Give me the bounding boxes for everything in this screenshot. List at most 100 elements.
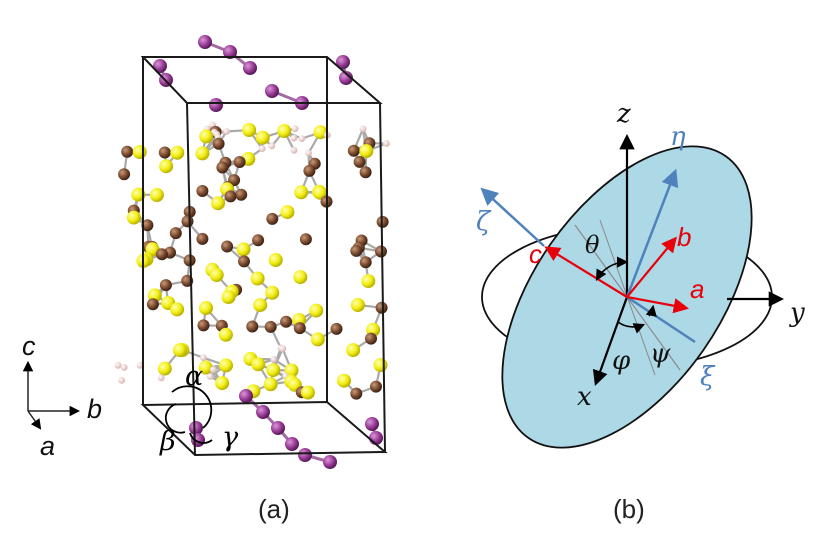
hydrogen-atom (305, 149, 312, 157)
sulfur-atom (209, 268, 224, 282)
carbon-atom (158, 146, 171, 159)
unit-cell (140, 56, 388, 457)
carbon-atom (121, 145, 134, 158)
a-axis (626, 295, 690, 314)
sulfur-atom (236, 242, 251, 257)
z-label: z (616, 99, 631, 129)
carbon-atom (350, 387, 363, 400)
carbon-atom (159, 279, 172, 292)
sulfur-atom (199, 129, 214, 144)
unit-cell-edge (186, 102, 196, 456)
c-axis (544, 246, 628, 298)
iodine-atom (189, 421, 203, 435)
iodine-atom (365, 417, 379, 431)
abc-axis-triad (22, 360, 81, 430)
carbon-atom (293, 322, 306, 335)
xi-label: ξ (700, 362, 716, 392)
hydrogen-atom (291, 125, 299, 133)
iodine-atom (239, 389, 253, 403)
hydrogen-atom (359, 125, 367, 133)
hydrogen-atom (290, 146, 298, 154)
carbon-atom (299, 233, 312, 246)
sulfur-atom (131, 187, 146, 202)
sulfur-atom (199, 301, 213, 315)
hydrogen-atom (118, 377, 125, 384)
panel-a-caption: (a) (258, 494, 290, 524)
carbon-atom (155, 248, 168, 261)
sulfur-atom (132, 145, 147, 159)
beta-arc (164, 403, 186, 434)
sulfur-atom (300, 385, 315, 400)
sulfur-atom (211, 196, 225, 211)
hydrogen-atom (258, 145, 266, 153)
carbon-atom (330, 322, 343, 335)
carbon-atom (365, 332, 377, 345)
hydrogen-atom (209, 366, 217, 374)
carbon-atom (264, 320, 277, 333)
sulfur-atom (170, 302, 185, 317)
sulfur-atom (255, 130, 270, 145)
alpha-label: α (185, 361, 203, 392)
sulfur-atom (265, 285, 280, 300)
carbon-atom (246, 320, 259, 333)
sulfur-atom (373, 358, 388, 372)
iodine-atom (339, 71, 353, 85)
sulfur-atom (126, 210, 141, 225)
sulfur-atom (359, 144, 374, 159)
carbon-atom (221, 240, 234, 253)
xi-axis (626, 295, 696, 344)
b-label: b (677, 222, 691, 252)
sulfur-atom (294, 185, 309, 200)
cell-angle-arcs (164, 385, 213, 444)
carbon-atom (359, 166, 372, 179)
sulfur-atom (309, 303, 324, 318)
zeta-axis (480, 187, 545, 247)
y-label: y (789, 298, 805, 328)
carbon-atom (347, 144, 360, 157)
sulfur-atom (145, 242, 160, 257)
hydrogen-atom (290, 134, 298, 142)
b-axis (626, 236, 677, 298)
hydrogen-atom (114, 361, 122, 369)
theta-label: θ (585, 231, 600, 259)
gamma-arc (189, 432, 213, 444)
x-axis (592, 296, 629, 386)
alpha-arc (171, 385, 213, 429)
sulfur-atom (310, 332, 325, 347)
iodine-atom (271, 421, 285, 435)
axis-label-a: a (40, 431, 55, 461)
sulfur-atom (149, 188, 164, 202)
carbon-atom (224, 190, 237, 203)
carbon-atom (235, 188, 248, 201)
eta-axis (625, 168, 679, 298)
sulfur-atom (218, 327, 233, 342)
carbon-atom (280, 315, 293, 328)
iodine-atom (256, 405, 270, 419)
sulfur-atom (312, 185, 327, 200)
carbon-atom (169, 227, 182, 240)
carbon-atom (233, 156, 246, 168)
zeta-label: ζ (476, 207, 492, 237)
sulfur-atom (159, 159, 174, 174)
unit-cell-front-face (140, 400, 388, 457)
carbon-atom (196, 232, 209, 245)
theta-arc (595, 256, 629, 281)
phi-label: φ (612, 346, 631, 376)
hydrogen-atom (223, 128, 231, 135)
eta-label: η (670, 122, 686, 152)
carbon-atom (375, 301, 388, 314)
iodine-atom (369, 431, 383, 445)
hydrogen-atom (157, 374, 165, 382)
sulfur-atom (219, 358, 233, 373)
psi-arc (645, 304, 657, 317)
sulfur-atom (172, 343, 187, 358)
panel-b-euler-angles: z y x η ζ ξ c b a θ φ ψ (b) (476, 99, 805, 524)
sulfur-atom (195, 146, 210, 161)
sulfur-atom (350, 298, 365, 312)
panel-a-crystal-structure: α β γ c b a (a) (22, 35, 390, 524)
iodine-atom (243, 61, 257, 75)
hydrogen-atom (206, 373, 214, 380)
c-label: c (529, 239, 542, 269)
carbon-atom (216, 161, 229, 174)
